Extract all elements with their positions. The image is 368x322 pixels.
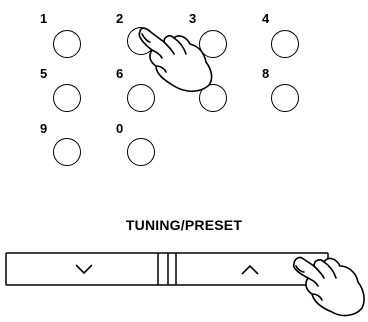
tuning-up-button[interactable] <box>177 254 327 284</box>
key-label-1: 1 <box>40 11 48 26</box>
pressing-hand-icon-tuning <box>292 256 365 317</box>
key-label-6: 6 <box>116 66 124 81</box>
key-button-6[interactable] <box>127 84 155 112</box>
tuning-down-button[interactable] <box>7 254 157 284</box>
pressing-hand-icon <box>138 27 213 93</box>
key-button-0[interactable] <box>127 138 155 166</box>
key-label-2: 2 <box>116 11 124 26</box>
key-label-8: 8 <box>262 66 270 81</box>
key-button-5[interactable] <box>53 84 81 112</box>
key-label-3: 3 <box>189 11 197 26</box>
key-button-8[interactable] <box>271 84 299 112</box>
tuning-preset-title: TUNING/PRESET <box>125 217 243 233</box>
key-label-5: 5 <box>40 66 48 81</box>
key-label-9: 9 <box>40 121 48 136</box>
key-button-9[interactable] <box>53 138 81 166</box>
chevron-up-icon <box>241 264 259 275</box>
chevron-down-icon <box>75 264 93 275</box>
key-button-1[interactable] <box>53 30 81 58</box>
key-button-4[interactable] <box>271 30 299 58</box>
key-label-4: 4 <box>262 11 270 26</box>
key-label-0: 0 <box>116 121 124 136</box>
